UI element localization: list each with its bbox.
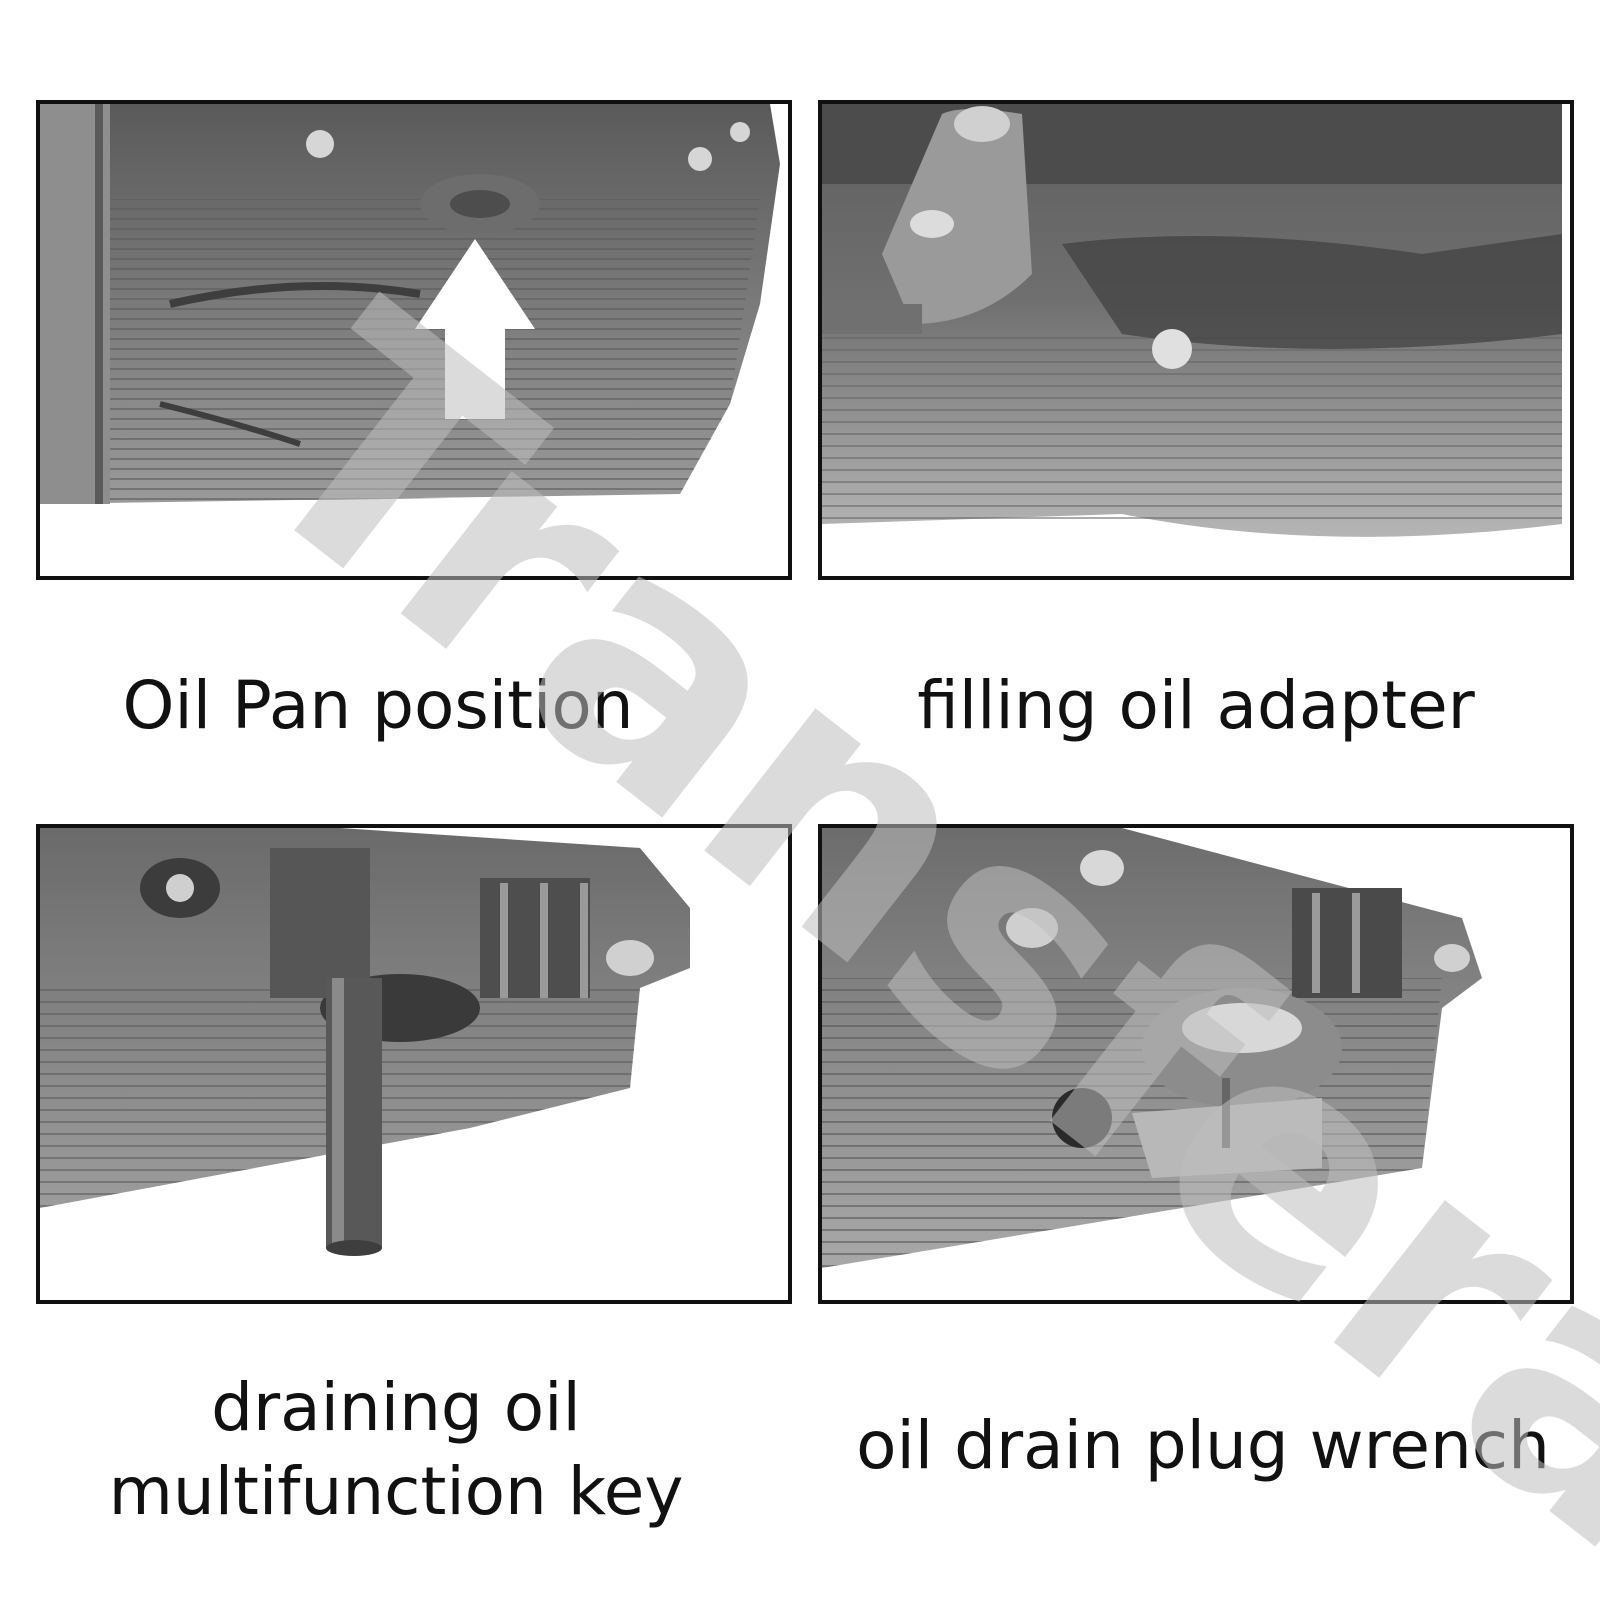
drain-plug-wrench	[1132, 1078, 1322, 1178]
oil-pan-photo	[40, 104, 780, 504]
caption-filling-oil-adapter: filling oil adapter	[818, 664, 1574, 748]
caption-line: multifunction key	[108, 1453, 684, 1530]
caption-oil-drain-plug-wrench: oil drain plug wrench	[818, 1404, 1588, 1488]
filling-oil-adapter-photo	[822, 104, 1562, 537]
photo-oil-drain-plug-wrench	[818, 824, 1574, 1304]
photo-filling-oil-adapter	[818, 100, 1574, 580]
oil-drain-plug-wrench-photo	[822, 828, 1482, 1268]
caption-line: filling oil adapter	[917, 667, 1475, 744]
caption-line: draining oil	[211, 1369, 581, 1446]
photo-oil-pan-position	[36, 100, 792, 580]
upward-arrow-icon	[415, 239, 535, 419]
caption-line: oil drain plug wrench	[856, 1407, 1550, 1484]
photo-draining-oil-key	[36, 824, 792, 1304]
draining-oil-key-photo	[40, 828, 690, 1256]
caption-line: Oil Pan position	[122, 667, 634, 744]
caption-draining-oil-key: draining oil multifunction key	[18, 1366, 774, 1534]
multifunction-key-rod	[326, 978, 382, 1256]
caption-oil-pan-position: Oil Pan position	[0, 664, 756, 748]
